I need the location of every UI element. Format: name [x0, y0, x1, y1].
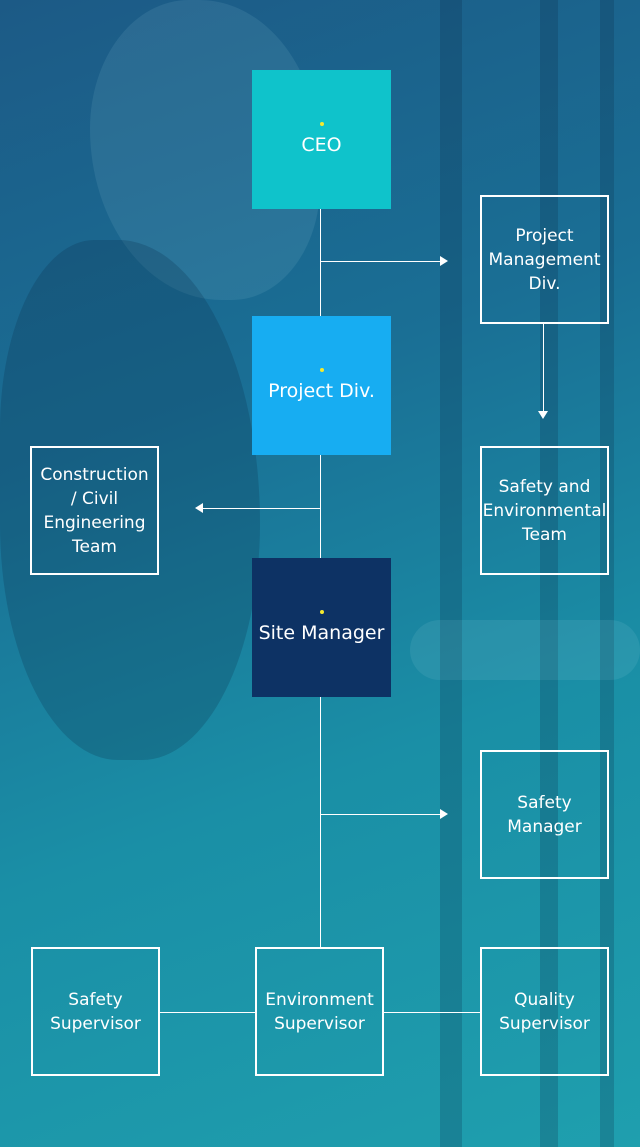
- line-bottom-right: [384, 1012, 481, 1013]
- arrow-down-icon: [538, 411, 548, 419]
- environment-supervisor-label: Environment Supervisor: [265, 989, 374, 1034]
- line-pm-to-safety-env: [543, 324, 544, 411]
- project-div-label: Project Div.: [268, 380, 375, 403]
- ceo-label: CEO: [301, 134, 342, 157]
- line-to-construction-team: [203, 508, 320, 509]
- safety-supervisor-label: Safety Supervisor: [50, 989, 141, 1034]
- safety-manager-node[interactable]: Safety Manager: [480, 750, 609, 879]
- arrow-right-icon: [440, 809, 448, 819]
- line-project-div-to-site-manager: [320, 454, 321, 558]
- quality-supervisor-node[interactable]: Quality Supervisor: [480, 947, 609, 1076]
- safety-manager-label: Safety Manager: [507, 792, 582, 837]
- accent-dot-icon: [319, 610, 324, 615]
- construction-civil-team-label: Construction / Civil Engineering Team: [40, 464, 149, 557]
- ceo-node[interactable]: CEO: [252, 70, 391, 209]
- arrow-left-icon: [195, 503, 203, 513]
- site-manager-label: Site Manager: [258, 622, 385, 645]
- environment-supervisor-node[interactable]: Environment Supervisor: [255, 947, 384, 1076]
- accent-dot-icon: [319, 122, 324, 127]
- accent-dot-icon: [319, 368, 324, 373]
- quality-supervisor-label: Quality Supervisor: [499, 989, 590, 1034]
- line-bottom-left: [160, 1012, 257, 1013]
- line-ceo-to-project-div: [320, 208, 321, 316]
- safety-environmental-team-node[interactable]: Safety and Environmental Team: [480, 446, 609, 575]
- line-to-project-management: [320, 261, 441, 262]
- project-div-node[interactable]: Project Div.: [252, 316, 391, 455]
- safety-environmental-team-label: Safety and Environmental Team: [482, 476, 607, 545]
- safety-supervisor-node[interactable]: Safety Supervisor: [31, 947, 160, 1076]
- site-manager-node[interactable]: Site Manager: [252, 558, 391, 697]
- arrow-right-icon: [440, 256, 448, 266]
- line-to-safety-manager: [320, 814, 441, 815]
- line-site-manager-to-supervisors: [320, 697, 321, 948]
- project-management-div-node[interactable]: Project Management Div.: [480, 195, 609, 324]
- construction-civil-team-node[interactable]: Construction / Civil Engineering Team: [30, 446, 159, 575]
- project-management-div-label: Project Management Div.: [488, 225, 601, 294]
